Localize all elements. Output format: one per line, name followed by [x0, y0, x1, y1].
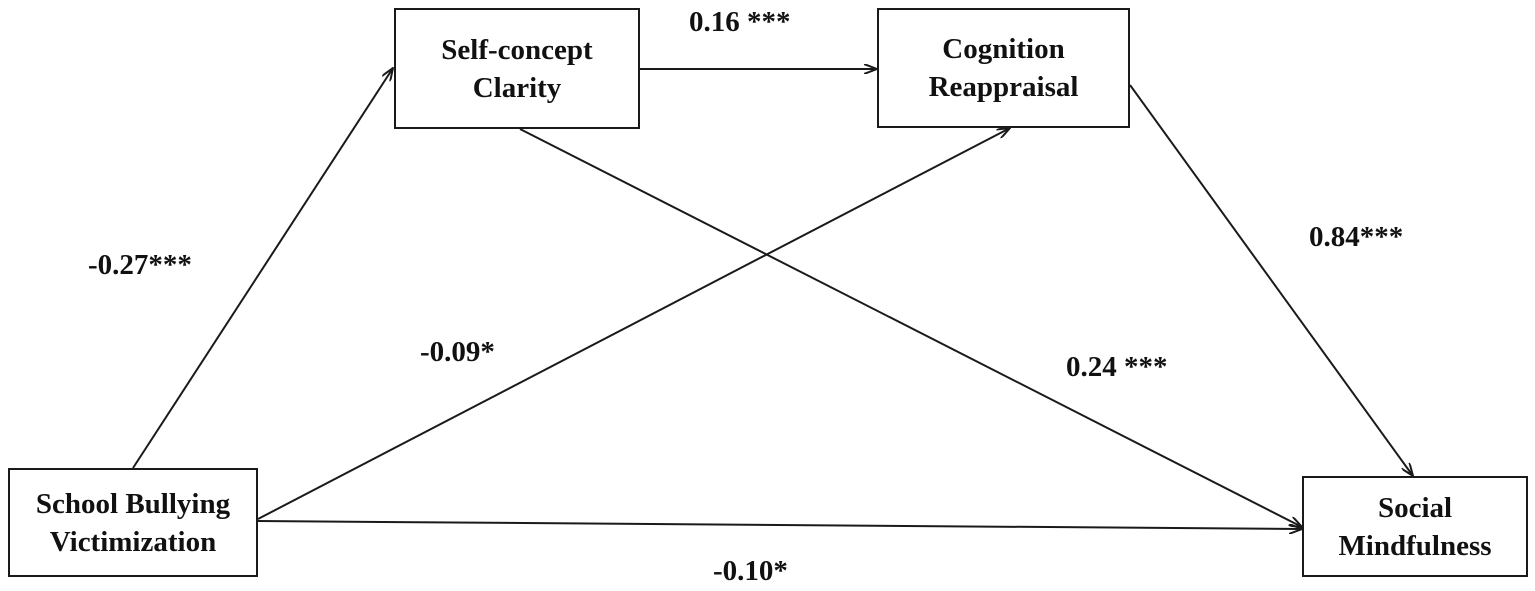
node-label-line-2: Mindfulness	[1338, 529, 1492, 562]
node-cognition-reappraisal: Cognition Reappraisal	[877, 8, 1130, 128]
arrow-bullying-to-cognition	[257, 128, 1010, 520]
arrow-bullying-to-self-concept	[132, 68, 393, 469]
node-school-bullying-victimization: School Bullying Victimization	[8, 468, 258, 577]
coef-self-concept-to-cognition: 0.16 ***	[689, 6, 791, 38]
node-label-line-1: Cognition	[942, 33, 1065, 65]
coef-bullying-to-mindfulness: -0.10*	[713, 555, 788, 587]
node-social-mindfulness: Social Mindfulness	[1302, 476, 1528, 577]
node-label-line-2: Victimization	[49, 525, 217, 558]
coef-self-concept-to-mindfulness: 0.24 ***	[1066, 351, 1168, 383]
arrow-cognition-to-mindfulness	[1129, 84, 1413, 476]
node-label-line-2: Clarity	[472, 71, 562, 104]
node-label-line-1: Self-concept	[441, 33, 593, 66]
coef-bullying-to-self-concept: -0.27***	[88, 249, 192, 281]
coef-cognition-to-mindfulness: 0.84***	[1309, 221, 1404, 253]
arrow-self-concept-to-mindfulness	[519, 128, 1302, 527]
node-self-concept-clarity: Self-concept Clarity	[394, 8, 640, 129]
node-label-line-1: School Bullying	[35, 487, 231, 520]
coef-bullying-to-cognition: -0.09*	[420, 336, 495, 368]
node-label-line-1: Social	[1377, 491, 1453, 524]
node-label-line-2: Reappraisal	[928, 71, 1079, 103]
arrow-bullying-to-mindfulness	[257, 520, 1302, 529]
